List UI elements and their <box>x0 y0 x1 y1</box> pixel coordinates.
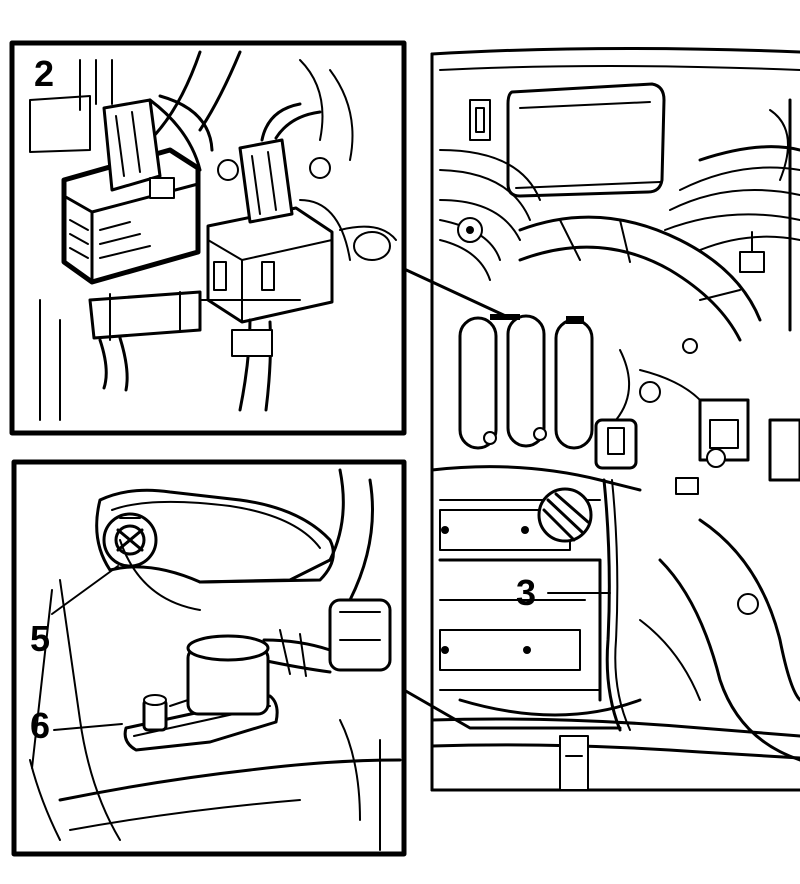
callout-label-2: 2 <box>34 53 54 94</box>
coil-packs <box>458 314 594 450</box>
engine-bay-main-view <box>430 46 800 792</box>
callout-label-6: 6 <box>30 705 50 746</box>
callout-label-5: 5 <box>30 618 50 659</box>
callout-leaders-5-6 <box>31 565 123 769</box>
relay-connector-right <box>206 102 334 324</box>
sensor-part-6 <box>123 634 279 752</box>
bolt-part-5 <box>102 512 158 568</box>
callout-label-3: 3 <box>516 572 536 613</box>
inset-sensor-detail <box>11 459 407 857</box>
leader-inset-2 <box>400 266 512 320</box>
leader-inset-56 <box>402 688 622 730</box>
inset-relay-detail <box>9 40 407 436</box>
relay-connector-left <box>61 94 214 285</box>
